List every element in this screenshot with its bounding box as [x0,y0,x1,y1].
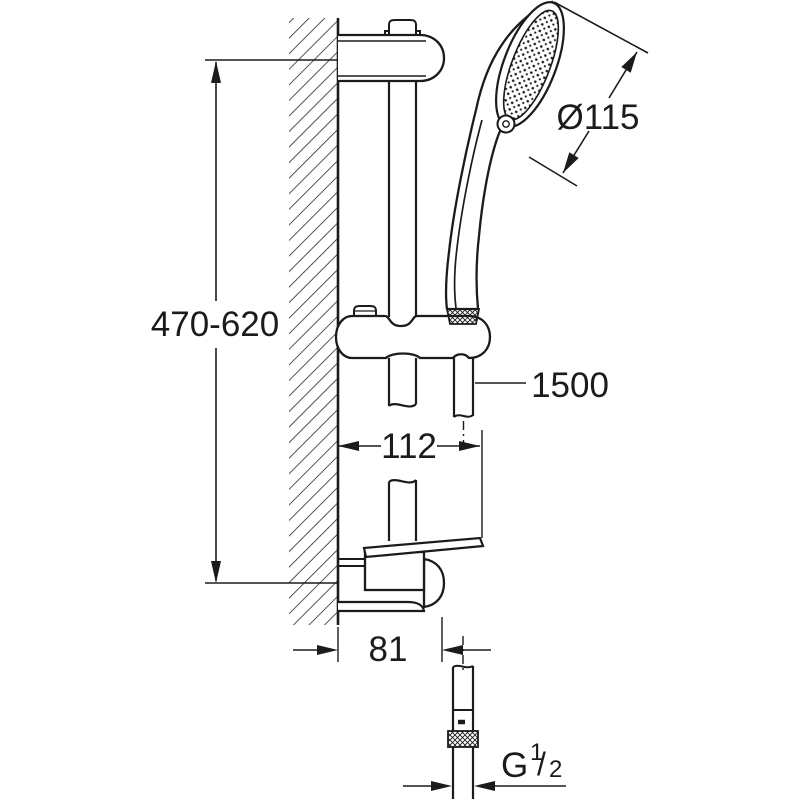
bracket-arm [338,33,446,83]
bottom-wall-bracket [338,536,485,613]
arrowhead-down [211,561,221,583]
bracket-screw-cap [388,19,417,35]
dim-wall-offset-label: 81 [369,630,408,669]
arrowhead [621,52,637,73]
wall-section [289,18,340,625]
arrowhead-left [474,781,495,791]
top-wall-bracket [338,19,446,83]
shower-hose-upper [452,357,475,452]
arrowhead-right [317,645,338,655]
arrowhead-right [459,441,480,451]
knurled-union-nut [447,730,479,748]
thread-label-base: G [501,746,528,785]
dim-holder-depth-label: 112 [381,427,437,466]
slide-rail [387,81,418,541]
arrowhead-right [431,781,452,791]
wall-hatching [289,18,338,625]
thread-label-denominator: 2 [549,756,562,783]
dim-head-diameter-label: Ø115 [556,98,639,137]
arrowhead-left [442,645,463,655]
rail-break-line [388,403,417,408]
extension-line [553,1,649,54]
hose-end-fitting [447,636,479,799]
arrowhead-up [211,61,221,83]
handle-contour-line [453,119,483,309]
bracket-end-cap [422,557,446,609]
bracket-body [363,550,426,592]
rail-break-line [388,479,417,484]
thread-label-slash: / [537,746,546,782]
slider-holder [334,305,492,360]
thread-label-numerator: 1 [530,739,543,766]
handle-knurled-nut [445,308,481,325]
dim-wall-offset: 81 [293,617,491,669]
hand-shower [444,0,565,311]
dim-hose-length-label: 1500 [531,366,609,405]
holder-body [334,314,492,360]
dim-rail-height: 470-620 [151,59,338,584]
bracket-lower-arm [338,600,426,613]
fitting-break-line [452,664,474,669]
dim-rail-height-label: 470-620 [151,305,279,344]
dim-hose-length: 1500 [475,366,609,405]
dim-thread-size: G 1 / 2 [403,739,566,791]
arrowhead [563,152,579,173]
dim-holder-depth: 112 [338,427,483,538]
arrowhead-left [338,441,359,451]
extension-line [528,156,578,187]
hose-break-line [453,414,474,418]
soap-dish-tray [362,536,485,559]
dim-head-diameter: Ø115 [528,1,649,187]
